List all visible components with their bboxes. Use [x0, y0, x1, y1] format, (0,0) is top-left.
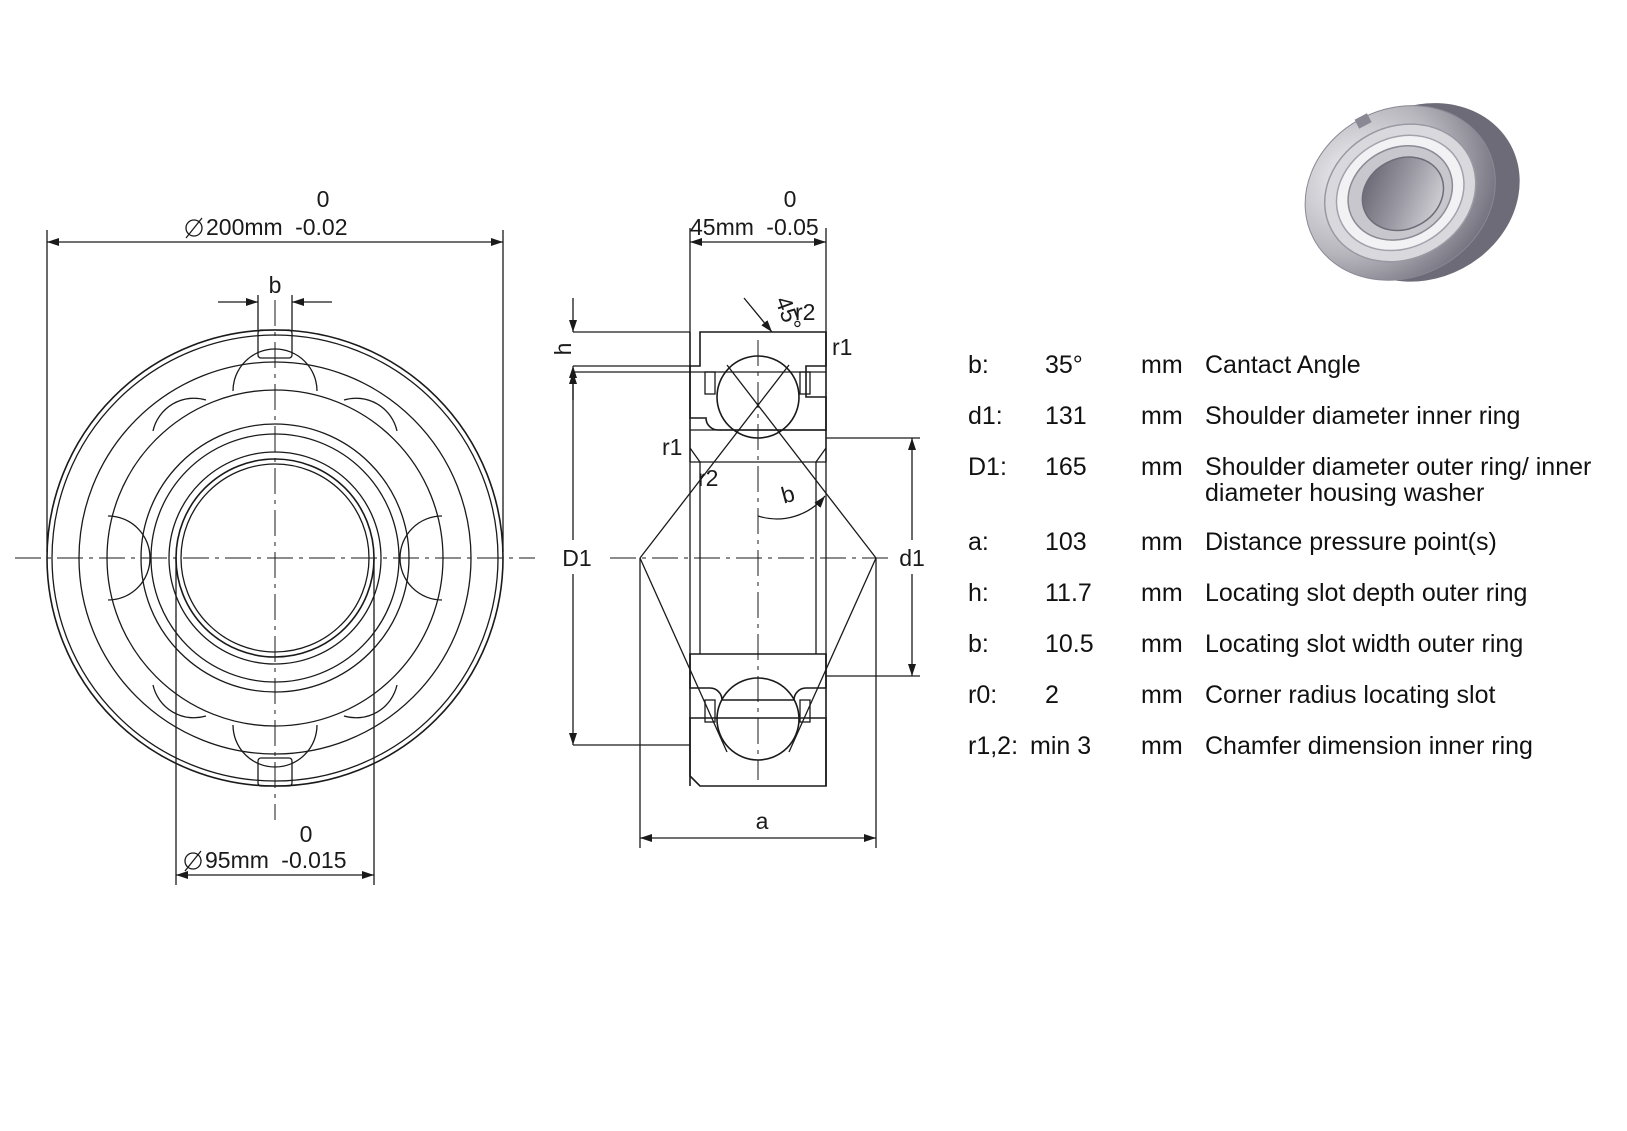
spec-key: h:	[968, 579, 989, 607]
spec-unit: mm	[1141, 630, 1183, 658]
spec-key: b:	[968, 630, 989, 658]
spec-unit: mm	[1141, 732, 1183, 760]
spec-value: min 3	[1030, 732, 1091, 760]
bore-diameter-tol-lower: -0.015	[281, 847, 346, 873]
spec-value: 11.7	[1045, 579, 1092, 607]
spec-description: Locating slot width outer ring	[1205, 630, 1523, 658]
spec-description: diameter housing washer	[1205, 479, 1484, 507]
spec-key: r0:	[968, 681, 997, 709]
spec-unit: mm	[1141, 453, 1183, 481]
spec-key: r1,2:	[968, 732, 1018, 760]
spec-description: Chamfer dimension inner ring	[1205, 732, 1533, 760]
r1-left-label: r1	[662, 434, 682, 460]
spec-key: b:	[968, 351, 989, 379]
spec-description: Locating slot depth outer ring	[1205, 579, 1527, 607]
D1-label: D1	[562, 545, 591, 571]
spec-description: Shoulder diameter outer ring/ inner	[1205, 453, 1591, 481]
spec-description: Corner radius locating slot	[1205, 681, 1495, 709]
width-value: 45mm	[690, 214, 754, 240]
section-view: 0 45mm -0.05 45° r2 r1 r1 r2 h D1 d1 b	[550, 186, 934, 848]
outer-diameter-tol-lower: -0.02	[295, 214, 347, 240]
svg-text:95mm -0.015: 95mm -0.015	[205, 847, 347, 873]
h-label: h	[550, 343, 576, 356]
spec-value: 2	[1045, 681, 1059, 709]
width-tol-upper: 0	[784, 186, 797, 212]
spec-unit: mm	[1141, 681, 1183, 709]
width-tol-lower: -0.05	[766, 214, 818, 240]
a-label: a	[756, 808, 769, 834]
spec-unit: mm	[1141, 351, 1183, 379]
spec-value: 10.5	[1045, 630, 1094, 658]
spec-key: D1:	[968, 453, 1007, 481]
svg-text:200mm -0.02: 200mm -0.02	[206, 214, 348, 240]
contact-angle-label: b	[778, 480, 797, 508]
d1-label: d1	[899, 545, 925, 571]
outer-diameter-tol-upper: 0	[317, 186, 330, 212]
r1-right-label: r1	[832, 334, 852, 360]
bore-diameter-value: 95mm	[205, 847, 269, 873]
spec-value: 35°	[1045, 351, 1083, 379]
front-view: 0 200mm -0.02 b 0 95mm -0.015	[15, 186, 535, 885]
spec-unit: mm	[1141, 402, 1183, 430]
r2-top-label: r2	[795, 299, 815, 325]
spec-description: Distance pressure point(s)	[1205, 528, 1497, 556]
spec-description: Cantact Angle	[1205, 351, 1361, 379]
spec-key: d1:	[968, 402, 1003, 430]
spec-value: 131	[1045, 402, 1087, 430]
diameter-symbol-icon	[185, 217, 203, 239]
spec-value: 165	[1045, 453, 1087, 481]
spec-description: Shoulder diameter inner ring	[1205, 402, 1520, 430]
spec-unit: mm	[1141, 579, 1183, 607]
spec-value: 103	[1045, 528, 1087, 556]
bearing-3d-render	[1304, 103, 1520, 282]
svg-text:45mm -0.05: 45mm -0.05	[690, 214, 819, 240]
bore-diameter-tol-upper: 0	[300, 821, 313, 847]
r2-left-label: r2	[698, 465, 718, 491]
slot-width-label: b	[269, 272, 282, 298]
outer-diameter-value: 200mm	[206, 214, 283, 240]
spec-key: a:	[968, 528, 989, 556]
spec-unit: mm	[1141, 528, 1183, 556]
diameter-symbol-icon-2	[184, 850, 202, 872]
